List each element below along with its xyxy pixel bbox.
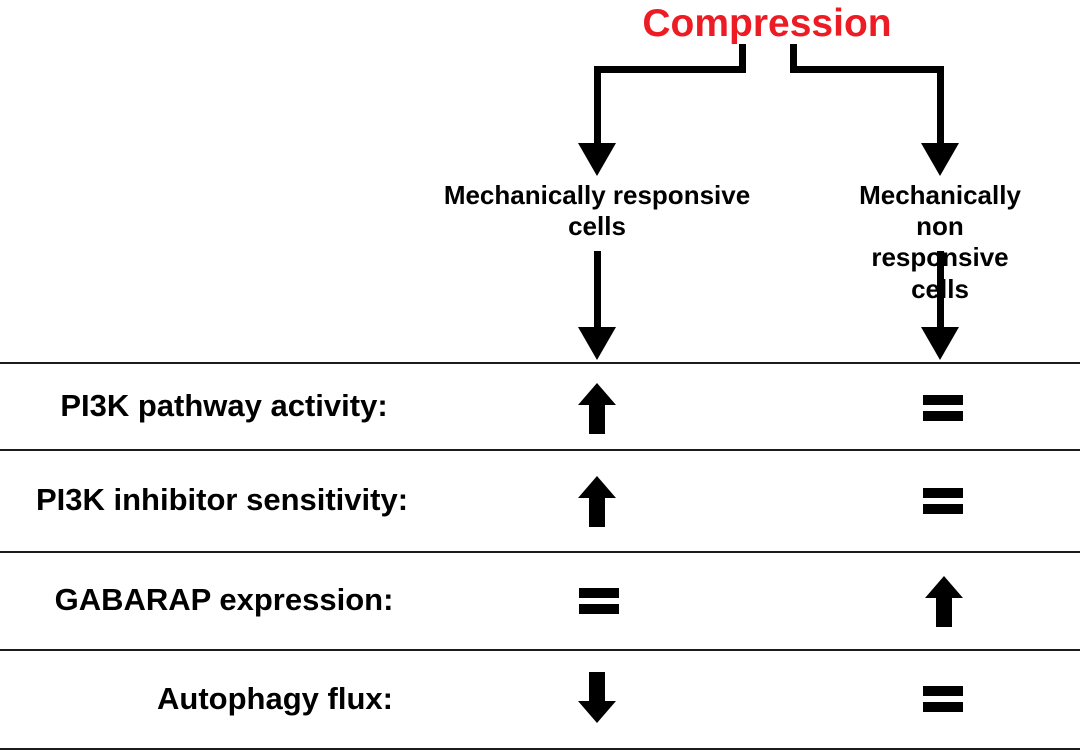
row-1-responsive-up-arrow-icon xyxy=(575,380,619,436)
right-branch-stub xyxy=(790,44,797,73)
row-1-label: PI3K pathway activity: xyxy=(60,388,388,423)
left-branch-vertical xyxy=(594,66,601,144)
left-branch-stub xyxy=(739,44,746,73)
left-branch-arrowhead-down-icon xyxy=(578,143,616,176)
left-branch-label: Mechanically responsive cells xyxy=(443,180,751,242)
row-4-responsive-down-arrow-icon xyxy=(575,670,619,726)
right-branch-arrowhead-down-icon xyxy=(921,143,959,176)
left-column-arrow-stem xyxy=(594,251,601,328)
row-3-label: GABARAP expression: xyxy=(54,582,394,617)
row-divider xyxy=(0,362,1080,364)
row-3-non-responsive-up-arrow-icon xyxy=(922,573,966,629)
row-divider xyxy=(0,449,1080,451)
right-column-arrowhead-down-icon xyxy=(921,327,959,360)
row-2-label: PI3K inhibitor sensitivity: xyxy=(35,482,409,517)
row-divider xyxy=(0,748,1080,750)
right-branch-horizontal xyxy=(790,66,944,73)
row-3-responsive-equals-sign-icon xyxy=(577,573,621,629)
right-column-arrow-stem xyxy=(937,251,944,328)
row-divider xyxy=(0,649,1080,651)
row-2-responsive-up-arrow-icon xyxy=(575,473,619,529)
left-branch-horizontal xyxy=(594,66,746,73)
left-column-arrowhead-down-icon xyxy=(578,327,616,360)
row-2-non-responsive-equals-sign-icon xyxy=(921,473,965,529)
compression-title: Compression xyxy=(642,2,892,45)
row-4-label: Autophagy flux: xyxy=(157,681,393,716)
row-divider xyxy=(0,551,1080,553)
right-branch-vertical xyxy=(937,66,944,144)
row-1-non-responsive-equals-sign-icon xyxy=(921,380,965,436)
row-4-non-responsive-equals-sign-icon xyxy=(921,671,965,727)
